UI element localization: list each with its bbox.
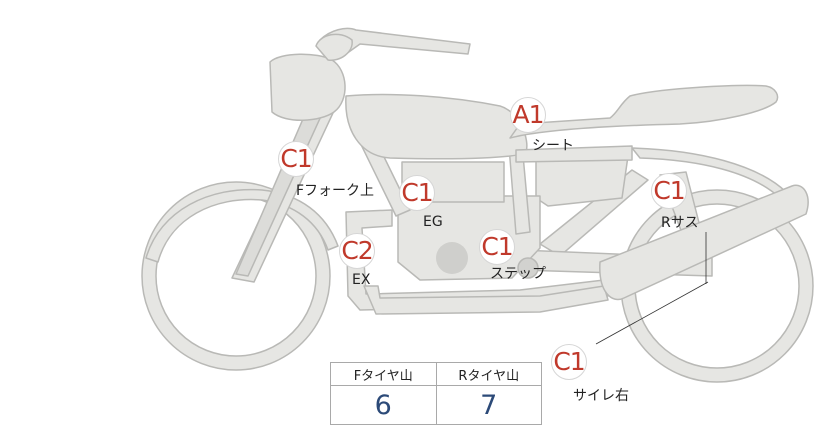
front-tire-header: Fタイヤ山 <box>330 362 437 386</box>
front-tire-value: 6 <box>330 385 437 425</box>
engine-cover <box>436 242 468 274</box>
fuel-tank <box>345 93 528 160</box>
rear-suspension-label: Rサス <box>661 215 699 231</box>
step-label: ステップ <box>490 266 546 282</box>
front-fender <box>145 188 339 263</box>
muffler-right-grade-badge: C1 <box>551 344 587 380</box>
tire-tread-table: Fタイヤ山 Rタイヤ山 6 7 <box>330 362 542 425</box>
front-fork-upper-grade-badge: C1 <box>278 141 314 177</box>
rear-cover <box>535 155 629 207</box>
seat <box>509 84 779 139</box>
table-value-row: 6 7 <box>330 385 542 425</box>
seat-grade-badge: A1 <box>510 97 546 133</box>
front-fork-upper-label: Fフォーク上 <box>296 183 375 199</box>
mirror <box>315 33 353 61</box>
rear-tire-header: Rタイヤ山 <box>435 362 542 386</box>
step-grade-badge: C1 <box>479 229 515 265</box>
table-header-row: Fタイヤ山 Rタイヤ山 <box>330 362 542 386</box>
handlebar <box>319 27 471 55</box>
engine-label: EG <box>423 214 443 230</box>
exhaust-label: EX <box>352 272 371 288</box>
headlight <box>269 53 346 121</box>
engine-grade-badge: C1 <box>399 175 435 211</box>
seat-label: シート <box>532 138 574 154</box>
frame-link <box>515 145 633 163</box>
muffler <box>599 184 809 301</box>
muffler-leader-line <box>595 281 709 345</box>
step-peg <box>517 257 539 279</box>
rear-tire-value: 7 <box>435 385 542 425</box>
rear-suspension-grade-badge: C1 <box>651 173 687 209</box>
exhaust-grade-badge: C2 <box>339 233 375 269</box>
muffler-right-label: サイレ右 <box>573 388 629 404</box>
